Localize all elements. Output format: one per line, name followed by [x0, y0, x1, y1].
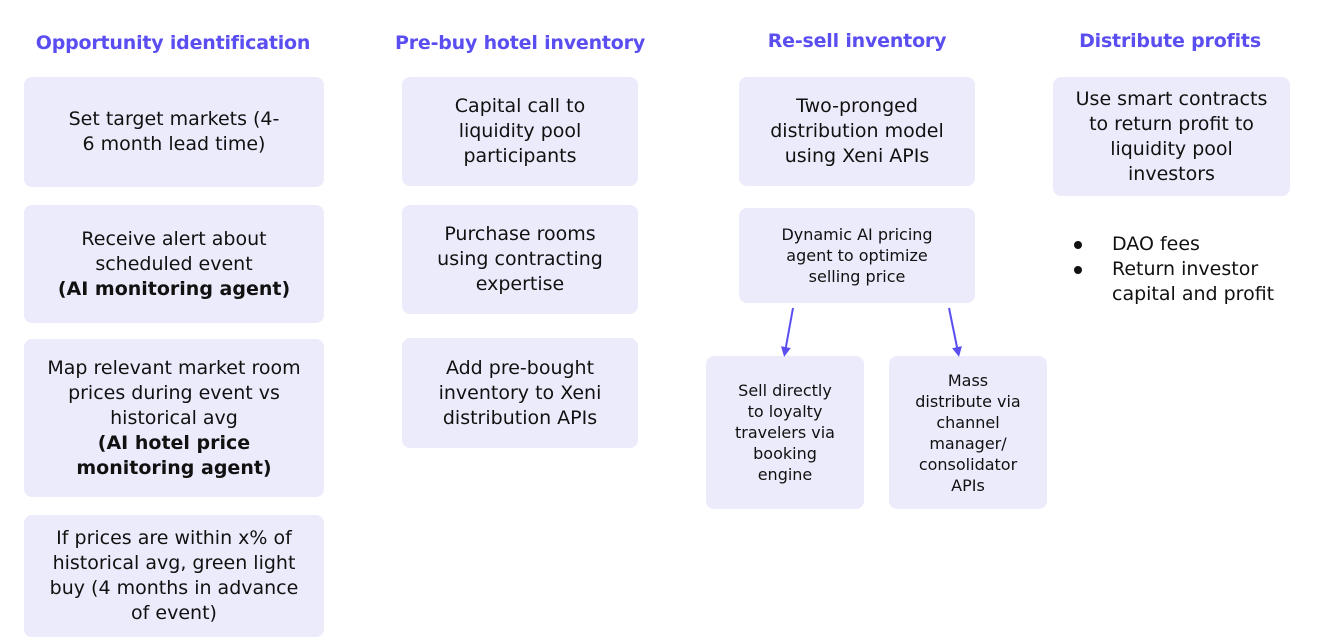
- card-text: Receive alert about scheduled event: [81, 227, 267, 275]
- card-two-pronged-model: Two-pronged distribution model using Xen…: [739, 77, 975, 186]
- column-title-resell: Re-sell inventory: [767, 30, 947, 52]
- arrow-to-mass-distribute: [948, 307, 962, 357]
- column-title-distribute: Distribute profits: [1079, 30, 1261, 52]
- arrow-to-sell-directly: [780, 307, 794, 357]
- profit-bullet-list: DAO fees Return investor capital and pro…: [1068, 232, 1302, 307]
- card-text: Capital call to liquidity pool participa…: [454, 95, 586, 167]
- card-text: Add pre-bought inventory to Xeni distrib…: [438, 356, 602, 429]
- card-text: Dynamic AI pricing agent to optimize sel…: [781, 225, 933, 286]
- card-text: Mass distribute via channel manager/ con…: [915, 370, 1021, 495]
- card-bold-text: (AI hotel price monitoring agent): [76, 431, 272, 479]
- card-receive-alert: Receive alert about scheduled event (AI …: [24, 205, 324, 323]
- card-map-market-prices: Map relevant market room prices during e…: [24, 339, 324, 497]
- card-text: If prices are within x% of historical av…: [49, 527, 299, 624]
- card-green-light-buy: If prices are within x% of historical av…: [24, 515, 324, 637]
- card-smart-contracts: Use smart contracts to return profit to …: [1053, 77, 1290, 196]
- card-text: Purchase rooms using contracting experti…: [437, 223, 603, 295]
- card-text: Use smart contracts to return profit to …: [1075, 87, 1268, 185]
- card-capital-call: Capital call to liquidity pool participa…: [402, 77, 638, 186]
- card-text: Set target markets (4-6 month lead time): [68, 108, 280, 155]
- column-title-prebuy: Pre-buy hotel inventory: [395, 32, 645, 54]
- card-sell-directly: Sell directly to loyalty travelers via b…: [706, 356, 864, 509]
- card-text: Sell directly to loyalty travelers via b…: [735, 381, 835, 484]
- card-add-inventory: Add pre-bought inventory to Xeni distrib…: [402, 338, 638, 448]
- card-set-target-markets: Set target markets (4-6 month lead time): [24, 77, 324, 187]
- card-dynamic-pricing-agent: Dynamic AI pricing agent to optimize sel…: [739, 208, 975, 303]
- column-title-opportunity: Opportunity identification: [35, 32, 311, 54]
- card-purchase-rooms: Purchase rooms using contracting experti…: [402, 205, 638, 314]
- bullet-dao-fees: DAO fees: [1068, 232, 1302, 257]
- card-bold-text: (AI monitoring agent): [57, 277, 291, 300]
- card-text: Two-pronged distribution model using Xen…: [770, 95, 944, 167]
- card-text: Map relevant market room prices during e…: [47, 356, 301, 429]
- card-mass-distribute: Mass distribute via channel manager/ con…: [889, 356, 1047, 509]
- bullet-return-capital: Return investor capital and profit: [1068, 257, 1302, 307]
